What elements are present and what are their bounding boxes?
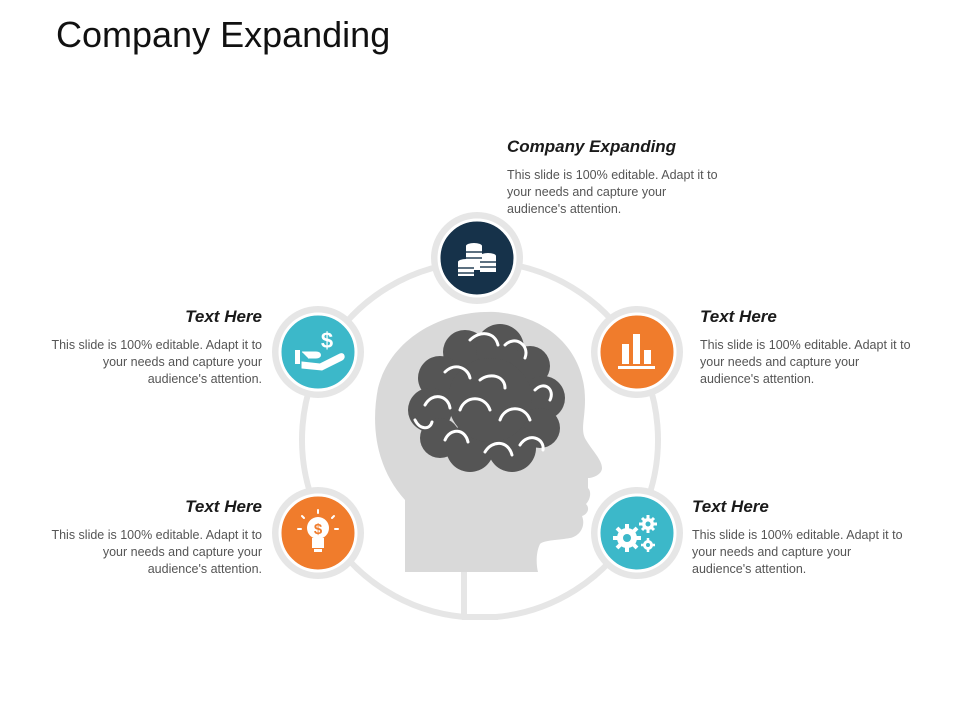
block-body: This slide is 100% editable. Adapt it to… [700,338,911,386]
hand-dollar-icon: $ [295,328,345,371]
node-left-top: $ [272,306,364,398]
block-heading: Text Here [185,497,262,516]
brain-icon [408,324,565,472]
block-body: This slide is 100% editable. Adapt it to… [51,528,262,576]
block-heading: Text Here [700,307,777,326]
block-heading: Text Here [692,497,769,516]
block-heading: Company Expanding [507,137,677,156]
block-top: Company Expanding This slide is 100% edi… [507,137,727,218]
block-body: This slide is 100% editable. Adapt it to… [51,338,262,386]
node-top [431,212,523,304]
block-body: This slide is 100% editable. Adapt it to… [692,528,903,576]
gears-icon [613,515,657,552]
lightbulb-dollar-icon: $ [297,509,339,552]
node-right-bottom [591,487,683,579]
node-left-bottom: $ [272,487,364,579]
block-heading: Text Here [185,307,262,326]
block-body: This slide is 100% editable. Adapt it to… [507,168,718,216]
coins-stack-icon [458,243,496,276]
node-right-top [591,306,683,398]
svg-text:$: $ [321,328,333,353]
block-right-bottom: Text Here This slide is 100% editable. A… [692,497,912,578]
block-right-top: Text Here This slide is 100% editable. A… [700,307,918,388]
block-left-top: Text Here This slide is 100% editable. A… [42,307,262,388]
svg-text:$: $ [314,521,323,538]
bar-chart-icon [618,334,655,369]
page-title: Company Expanding [56,14,391,55]
block-left-bottom: Text Here This slide is 100% editable. A… [42,497,262,578]
